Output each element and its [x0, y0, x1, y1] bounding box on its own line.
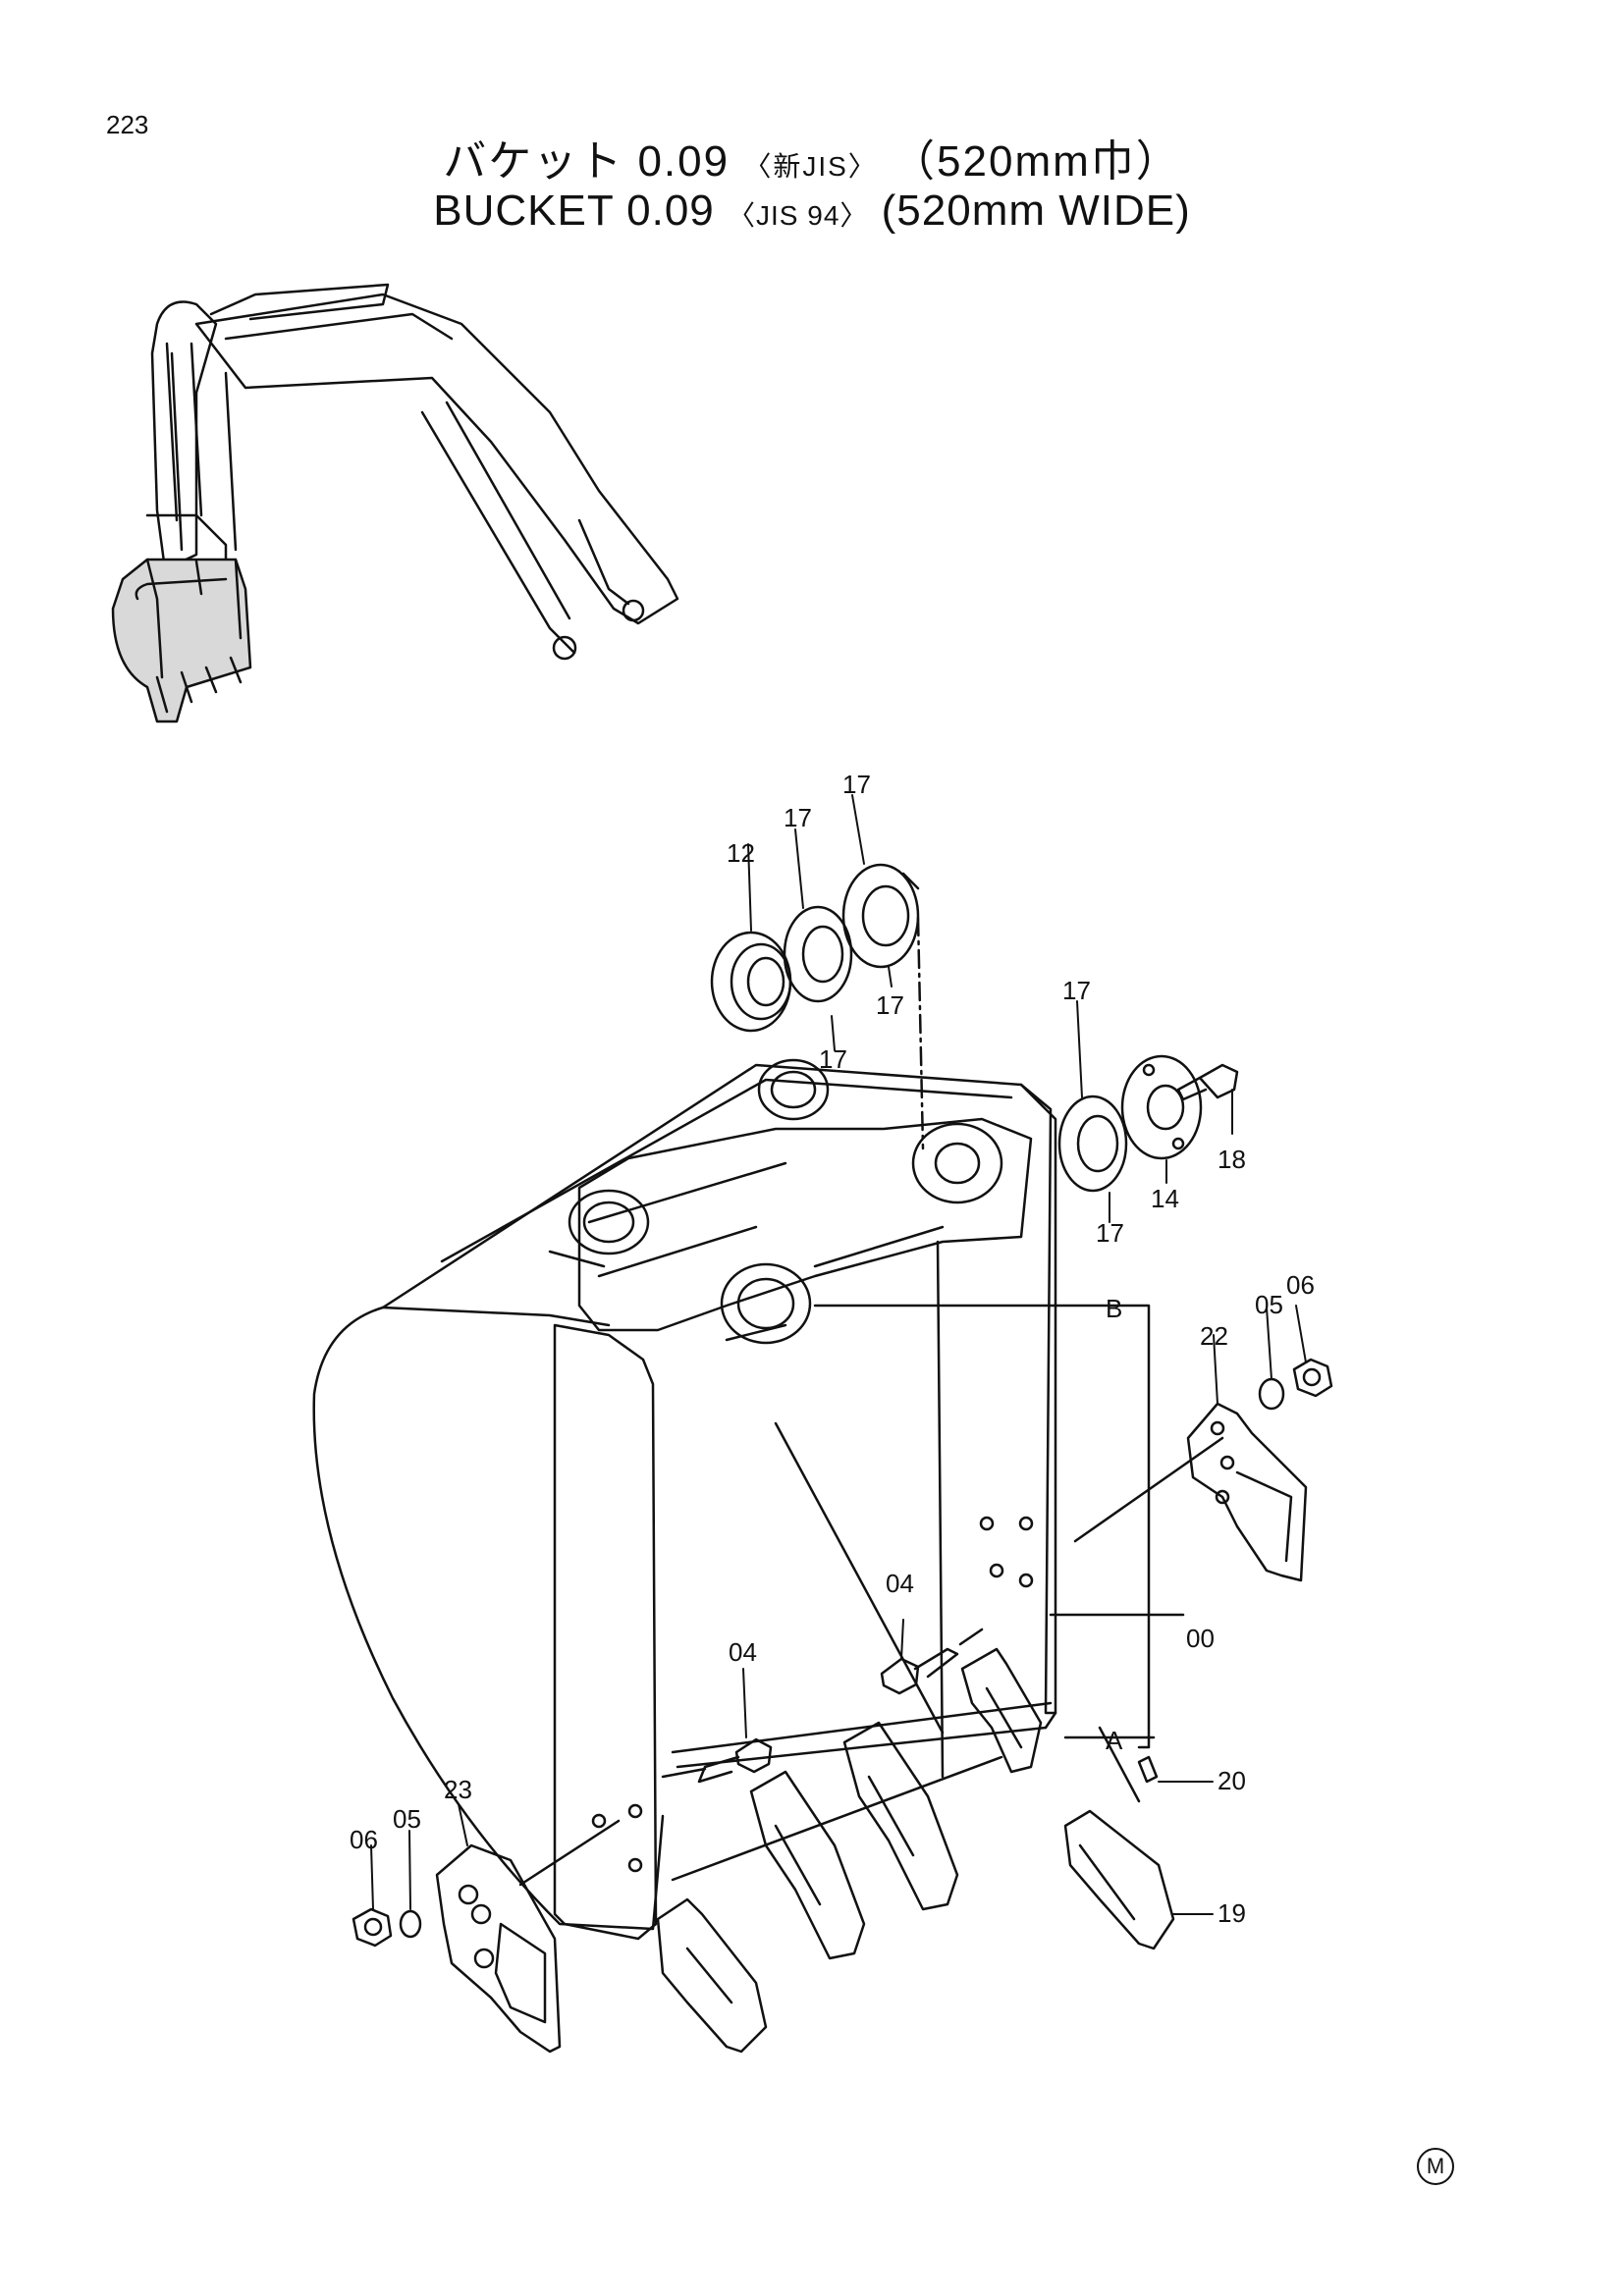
title-en-standard: 〈JIS 94〉	[728, 200, 869, 231]
title-jp-standard: 〈新JIS〉	[743, 151, 878, 182]
leader-lines	[370, 794, 1307, 1915]
thumbnail-bucket	[111, 558, 252, 723]
callout-22: 22	[1200, 1321, 1228, 1351]
part-05-washer-right	[1258, 1377, 1285, 1411]
callout-A: A	[1106, 1726, 1123, 1755]
page-number: 223	[106, 110, 149, 139]
part-17-shim-set-right	[1057, 1095, 1128, 1193]
part-18-bolt	[1176, 1063, 1239, 1101]
callout-labels: 17 17 12 17 17 17 14 18 17 B 05 06 22 04…	[350, 770, 1315, 1928]
callout-12: 12	[727, 838, 755, 868]
title-jp-width: （520mm巾）	[892, 137, 1181, 186]
part-14-plate	[1120, 1054, 1203, 1160]
part-04-bolt-lower	[697, 1737, 773, 1784]
callout-14: 14	[1151, 1184, 1179, 1213]
callout-04: 04	[729, 1637, 757, 1667]
callout-05: 05	[1255, 1290, 1283, 1319]
bucket-body	[312, 1058, 1057, 1941]
part-06-nut-right	[1292, 1358, 1333, 1398]
part-20-pin	[1137, 1755, 1159, 1784]
part-05-washer-left	[399, 1909, 422, 1939]
callout-04: 04	[886, 1569, 914, 1598]
title-japanese: バケット 0.09 〈新JIS〉 （520mm巾）	[0, 126, 1624, 188]
callout-17: 17	[1096, 1218, 1124, 1248]
callout-00: 00	[1186, 1624, 1215, 1653]
callout-17: 17	[876, 990, 904, 1020]
title-english: BUCKET 0.09 〈JIS 94〉 (520mm WIDE)	[0, 187, 1624, 236]
part-04-bolt-upper	[880, 1647, 959, 1695]
title-jp-main: バケット 0.09	[443, 137, 731, 186]
title-en-width: (520mm WIDE)	[881, 187, 1191, 235]
callout-B: B	[1106, 1294, 1122, 1323]
part-17-shim-set-left	[783, 863, 920, 1003]
title-en-main: BUCKET 0.09	[433, 187, 715, 235]
callout-23: 23	[444, 1775, 472, 1804]
excavator-arm-thumbnail	[111, 283, 679, 723]
callout-05: 05	[393, 1804, 421, 1834]
callout-20: 20	[1218, 1766, 1246, 1795]
callout-17: 17	[1062, 976, 1091, 1005]
maker-mark-logo: M	[1417, 2148, 1454, 2185]
part-19-teeth	[656, 1647, 1175, 2054]
callout-17: 17	[819, 1044, 847, 1074]
callout-17: 17	[784, 803, 812, 832]
callout-06: 06	[1286, 1270, 1315, 1300]
part-22-side-cutter	[1186, 1402, 1308, 1582]
part-23-side-cutter	[435, 1843, 562, 2054]
callout-18: 18	[1218, 1145, 1246, 1174]
part-12-bushing	[710, 931, 792, 1033]
callout-19: 19	[1218, 1898, 1246, 1928]
part-06-nut-left	[352, 1907, 393, 1948]
callout-06: 06	[350, 1825, 378, 1854]
callout-17: 17	[842, 770, 871, 799]
